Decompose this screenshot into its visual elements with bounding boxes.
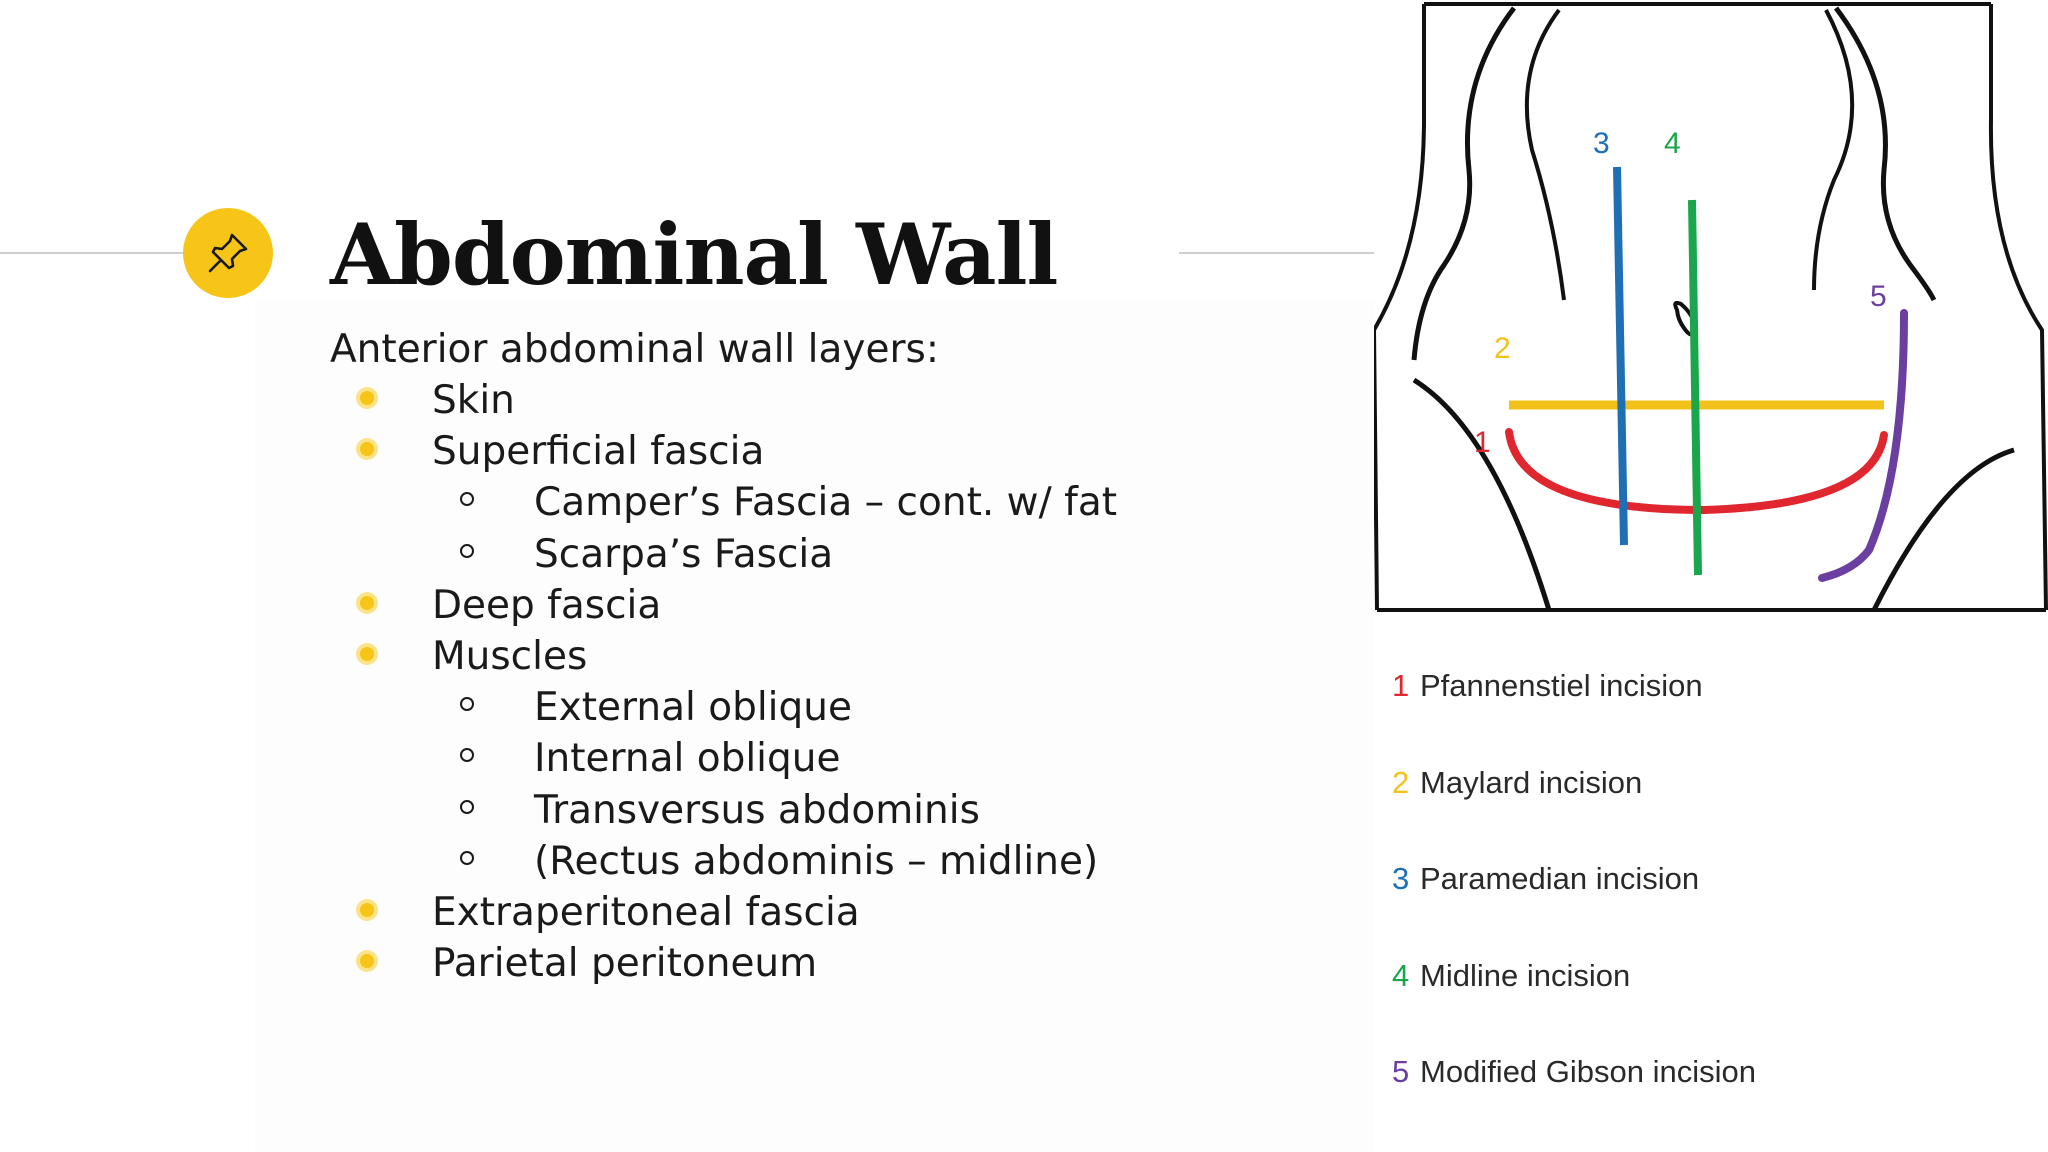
pushpin-icon [208, 233, 248, 273]
legend-number: 4 [1392, 957, 1410, 993]
groin-left [1412, 377, 1552, 611]
waist-left [1411, 6, 1516, 361]
layer-item: Parietal peritoneum [330, 938, 1117, 989]
layer-label: Superficial fascia [432, 429, 765, 475]
legend-item: 5 Modified Gibson incision [1392, 1046, 1756, 1143]
bullet-ring-icon [460, 543, 474, 558]
legend-label: Pfannenstiel incision [1420, 668, 1703, 703]
bullet-ring-icon [460, 697, 474, 712]
layer-item: Scarpa’s Fascia [330, 529, 1117, 580]
bullet-ring-icon [460, 748, 474, 763]
layer-label: Camper’s Fascia – cont. w/ fat [534, 480, 1118, 526]
bullet-dot-icon [360, 391, 374, 405]
diagram-label-3: 3 [1593, 127, 1610, 160]
waist-right [1834, 6, 1937, 302]
legend-item: 3 Paramedian incision [1392, 853, 1756, 950]
torso-diagram: 1 2 3 4 5 [1374, 2, 2048, 612]
rib-right [1812, 9, 1855, 291]
incision-legend: 1 Pfannenstiel incision 2 Maylard incision 3… [1392, 660, 1756, 1143]
layer-label: Scarpa’s Fascia [534, 531, 834, 577]
bullet-dot-icon [360, 954, 374, 969]
layer-item: Superficial fascia [330, 426, 1117, 477]
layer-item: Transversus abdominis [330, 785, 1117, 836]
torso-outline-right [1988, 4, 2048, 611]
title-rule-right [1179, 252, 1374, 254]
layer-label: Transversus abdominis [534, 787, 980, 833]
pushpin-badge [183, 208, 273, 298]
layer-item: Muscles [330, 631, 1117, 682]
bullet-ring-icon [460, 850, 474, 865]
pfannenstiel-incision [1505, 428, 1888, 515]
layer-label: External oblique [534, 685, 852, 731]
legend-item: 2 Maylard incision [1392, 757, 1756, 854]
incision-figure: 1 2 3 4 5 [1374, 0, 2048, 1152]
layer-label: Extraperitoneal fascia [432, 889, 860, 935]
figure-frame [1376, 2, 2045, 611]
groin-right [1871, 447, 2015, 612]
modified-gibson-incision [1818, 309, 1908, 582]
paramedian-incision [1613, 166, 1628, 546]
layer-label: Internal oblique [534, 736, 841, 782]
midline-incision [1688, 199, 1702, 576]
bullet-dot-icon [360, 442, 374, 457]
title-rule-left [0, 252, 185, 254]
diagram-label-2: 2 [1494, 332, 1511, 365]
content-panel [255, 300, 1375, 1152]
layer-label: Parietal peritoneum [432, 941, 818, 987]
legend-label: Maylard incision [1420, 764, 1643, 800]
torso-outline-left [1374, 4, 1426, 611]
rib-left [1524, 8, 1566, 301]
legend-label: Paramedian incision [1420, 861, 1700, 896]
legend-number: 3 [1392, 861, 1410, 896]
layer-item: Camper’s Fascia – cont. w/ fat [330, 477, 1117, 528]
legend-item: 1 Pfannenstiel incision [1392, 660, 1756, 757]
layer-item: External oblique [330, 682, 1117, 733]
layer-item: Deep fascia [330, 580, 1117, 631]
legend-label: Modified Gibson incision [1420, 1054, 1757, 1089]
layer-item: Extraperitoneal fascia [330, 887, 1117, 938]
bullet-ring-icon [460, 799, 474, 814]
legend-label: Midline incision [1420, 957, 1631, 993]
bullet-dot-icon [360, 902, 374, 917]
layer-label: Skin [432, 378, 515, 423]
layer-item: Skin [330, 375, 1117, 426]
layer-label: Deep fascia [432, 582, 662, 628]
legend-number: 5 [1392, 1054, 1410, 1089]
diagram-label-1: 1 [1474, 426, 1491, 459]
intro-text: Anterior abdominal wall layers: [330, 327, 939, 372]
legend-number: 2 [1392, 764, 1410, 800]
layer-label: Muscles [432, 633, 588, 679]
diagram-label-5: 5 [1870, 280, 1887, 313]
bullet-dot-icon [360, 595, 374, 610]
layer-label: (Rectus abdominis – midline) [534, 838, 1099, 884]
layer-item: Internal oblique [330, 733, 1117, 784]
bullet-dot-icon [360, 646, 374, 661]
legend-number: 1 [1392, 668, 1410, 703]
bullet-ring-icon [460, 492, 474, 507]
slide-title: Abdominal Wall [330, 205, 1058, 304]
layer-item: (Rectus abdominis – midline) [330, 836, 1117, 887]
diagram-label-4: 4 [1664, 127, 1681, 160]
legend-item: 4 Midline incision [1392, 950, 1756, 1047]
